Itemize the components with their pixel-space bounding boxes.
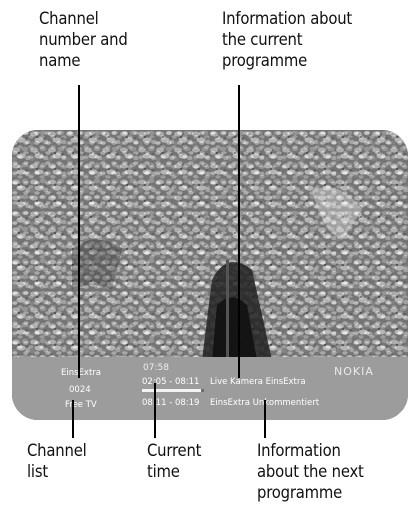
callout-current-time: Current time bbox=[147, 441, 202, 481]
leader-next-programme bbox=[264, 400, 266, 438]
callout-next-programme-info: Information about the next programme bbox=[257, 441, 364, 502]
current-time: 07:58 bbox=[143, 363, 169, 373]
tv-screen: EinsExtra 0024 Free TV 07:58 02:05 - 08:… bbox=[12, 130, 408, 420]
callout-channel-list: Channel list bbox=[27, 441, 87, 481]
callout-channel-number-and-name: Channel number and name bbox=[39, 9, 128, 70]
channel-name: EinsExtra bbox=[61, 368, 101, 378]
programme-progress-fill bbox=[142, 389, 201, 392]
channel-number: 0024 bbox=[69, 385, 91, 395]
next-slot: 08:11 - 08:19 bbox=[142, 398, 200, 408]
leader-current-time bbox=[154, 383, 156, 438]
channel-list-label: Free TV bbox=[65, 400, 97, 410]
leader-channel-name bbox=[78, 85, 80, 378]
current-slot: 02:05 - 08:11 bbox=[142, 377, 200, 387]
nokia-logo: NOKIA bbox=[334, 365, 374, 378]
current-programme-title: Live Kamera EinsExtra bbox=[210, 377, 306, 387]
leader-current-programme bbox=[238, 85, 240, 378]
leader-channel-list bbox=[72, 400, 74, 438]
programme-progress-bar bbox=[142, 389, 204, 392]
callout-current-programme-info: Information about the current programme bbox=[222, 9, 353, 70]
